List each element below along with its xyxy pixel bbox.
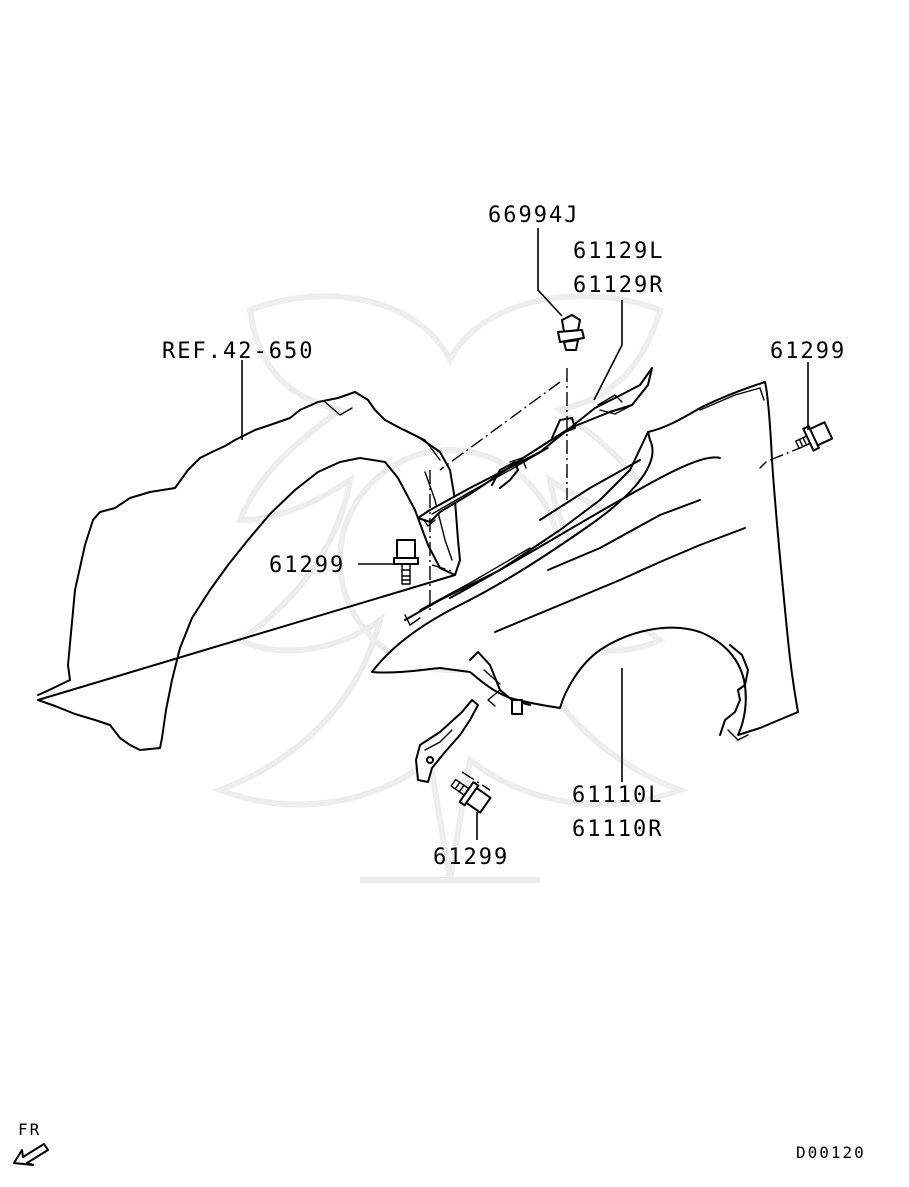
bolt-bottom-icon (450, 778, 492, 814)
clip-icon (557, 314, 585, 351)
label-61129L: 61129L (573, 239, 664, 264)
label-61129R: 61129R (573, 273, 664, 298)
label-61110L: 61110L (572, 783, 663, 808)
lower-mount-bracket (415, 699, 479, 783)
label-61110R: 61110R (572, 817, 663, 842)
label-61299-left: 61299 (269, 553, 345, 578)
label-66994J: 66994J (488, 203, 579, 228)
front-fender-panel (371, 381, 799, 741)
assembly-guide-lines (429, 368, 801, 791)
direction-label: FR (18, 1120, 41, 1139)
diagram-code: D00120 (796, 1143, 866, 1162)
label-61299-bottom: 61299 (433, 845, 509, 870)
bolt-right-icon (795, 421, 834, 452)
leader-lines (241, 228, 809, 840)
bolt-left-icon (393, 539, 419, 585)
label-61299-right: 61299 (770, 339, 846, 364)
label-ref-42-650: REF.42-650 (162, 339, 314, 364)
fender-guard-bracket (417, 367, 653, 527)
front-direction-arrow-icon (13, 1143, 49, 1166)
fender-liner (37, 391, 461, 751)
